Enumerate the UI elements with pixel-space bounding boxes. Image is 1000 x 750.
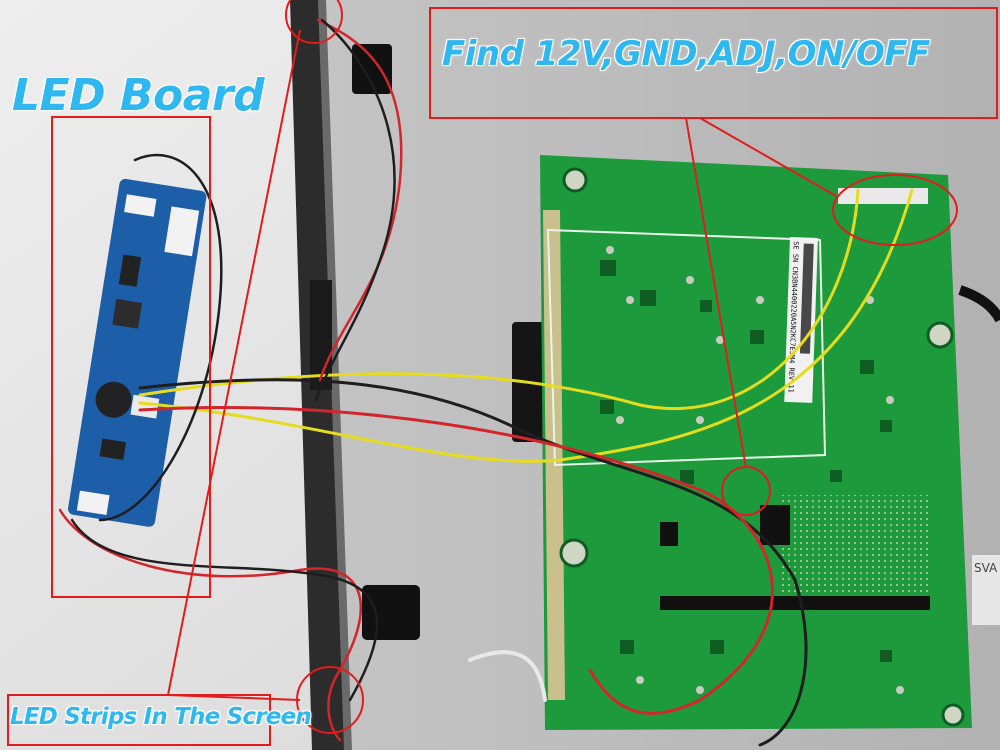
corner-sticker <box>972 555 1000 625</box>
ic-chip-2 <box>660 522 678 546</box>
mount-hole-4 <box>941 703 965 727</box>
pcb-components <box>600 260 892 662</box>
pcb-white-connector <box>838 188 928 204</box>
wire-black-1 <box>138 378 808 747</box>
annotation-box-strips <box>7 694 271 746</box>
annotation-overlay <box>7 0 998 746</box>
wire-white-bundle <box>468 650 547 702</box>
annotation-box-find <box>429 7 998 119</box>
cable-clip-bottom <box>362 585 420 640</box>
find-pins-label: Find 12V,GND,ADJ,ON/OFF <box>442 34 930 74</box>
mount-hole-2 <box>926 321 954 349</box>
annotation-ellipse-connector <box>832 174 958 246</box>
wire-black-top <box>314 18 396 402</box>
annotation-line-strips-bottom <box>167 694 301 701</box>
pcb-silver-pads <box>606 246 904 694</box>
wire-red-1 <box>138 406 774 715</box>
corner-sticker-text: SVA <box>974 561 998 575</box>
led-board-label: LED Board <box>12 70 265 121</box>
led-strips-label: LED Strips In The Screen <box>10 704 312 730</box>
wire-black-loop-2 <box>70 518 379 702</box>
wire-black-loop <box>98 153 223 522</box>
annotation-circle-top-strip <box>285 0 343 44</box>
cable-clip-top <box>352 44 392 94</box>
barcode-sticker: SE SN CN3BN4400220A5N2KC7ESM4 REV 11 <box>784 237 818 403</box>
wire-yellow-2 <box>138 188 914 463</box>
annotation-line-find-pins <box>685 117 747 469</box>
annotation-box-led-board <box>51 116 211 598</box>
annotation-line-strips-top <box>167 29 301 696</box>
wire-yellow-1 <box>138 188 860 411</box>
mount-hole-3 <box>559 538 589 568</box>
wire-harness <box>58 18 914 747</box>
pcb-solder-grid <box>780 495 930 600</box>
annotation-line-find-connector <box>699 117 837 197</box>
pcb-trace-black <box>660 596 930 610</box>
mount-hole-1 <box>562 167 588 193</box>
power-cord <box>958 285 1000 323</box>
led-driver-board <box>68 178 207 527</box>
wire-red-top <box>316 18 403 382</box>
wire-red-loop <box>58 508 363 742</box>
